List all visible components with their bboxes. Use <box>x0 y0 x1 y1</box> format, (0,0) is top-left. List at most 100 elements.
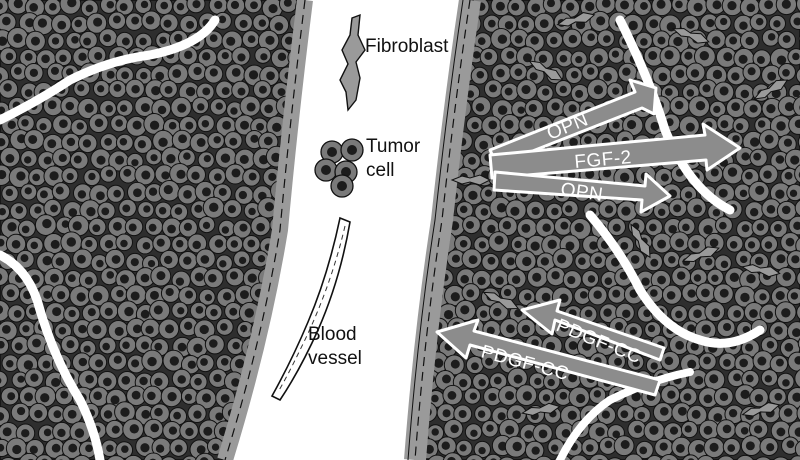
left-tumor-cell-nucleus <box>229 137 238 146</box>
left-tumor-cell-nucleus <box>24 53 33 61</box>
left-tumor-cell <box>0 370 8 389</box>
left-tumor-cell-nucleus <box>142 242 151 250</box>
right-tumor-cell-nucleus <box>468 156 476 165</box>
left-tumor-cell-nucleus <box>209 339 218 348</box>
right-tumor-cell-nucleus <box>470 429 478 438</box>
left-tumor-cell-nucleus <box>128 223 137 232</box>
left-tumor-cell <box>122 454 144 460</box>
left-tumor-cell-nucleus <box>237 87 246 96</box>
left-tumor-cell-nucleus <box>88 172 96 181</box>
right-tumor-cell-nucleus <box>687 324 696 333</box>
right-tumor-cell-nucleus <box>641 277 650 286</box>
right-tumor-cell-nucleus <box>496 68 505 78</box>
left-tumor-cell-nucleus <box>14 342 23 351</box>
left-tumor-cell-nucleus <box>157 105 167 115</box>
left-tumor-cell-nucleus <box>277 52 287 62</box>
left-tumor-cell-nucleus <box>43 156 52 165</box>
left-tumor-cell-nucleus <box>29 3 38 12</box>
left-tumor-cell-nucleus <box>155 71 165 81</box>
right-tumor-cell-nucleus <box>712 69 723 80</box>
right-tumor-cell-nucleus <box>468 190 478 201</box>
right-tumor-cell-nucleus <box>586 444 594 452</box>
right-tumor-cell-nucleus <box>575 89 584 98</box>
right-tumor-cell-nucleus <box>756 56 765 64</box>
left-tumor-cell-nucleus <box>160 1 169 10</box>
left-tumor-cell-nucleus <box>153 305 163 315</box>
right-tumor-cell-nucleus <box>775 155 785 164</box>
right-tumor-cell-nucleus <box>578 257 586 266</box>
left-tumor-cell-nucleus <box>5 52 14 61</box>
right-tumor-cell-nucleus <box>596 16 606 26</box>
right-tumor-cell-nucleus <box>792 52 800 61</box>
right-tumor-cell-nucleus <box>431 118 440 126</box>
right-tumor-cell-nucleus <box>740 89 750 99</box>
right-tumor-cell-nucleus <box>505 391 515 401</box>
right-tumor-cell-nucleus <box>497 105 508 115</box>
left-tumor-cell-nucleus <box>96 191 105 201</box>
left-tumor-cell-nucleus <box>32 173 40 182</box>
right-tumor-cell-nucleus <box>604 440 613 449</box>
right-tumor-cell-nucleus <box>746 273 756 284</box>
signal-arrows: OPN FGF-2 OPN PDGF-CC PDGF-CC <box>435 78 742 397</box>
left-tumor-cell-nucleus <box>210 308 218 317</box>
right-tumor-cell-nucleus <box>451 254 460 263</box>
left-tumor-cell-nucleus <box>6 289 15 298</box>
right-tumor-cell-nucleus <box>406 239 415 248</box>
left-tumor-cell-nucleus <box>7 392 16 401</box>
left-tumor-cell-nucleus <box>131 359 140 368</box>
right-tumor-cell-nucleus <box>709 238 719 248</box>
right-tumor-cell-nucleus <box>531 446 540 455</box>
right-tumor-cell-nucleus <box>745 374 754 383</box>
right-tumor-tissue <box>404 0 800 460</box>
right-tumor-cell-nucleus <box>739 255 748 264</box>
right-tumor-cell-nucleus <box>695 443 704 453</box>
right-tumor-cell-nucleus <box>465 220 474 229</box>
left-tumor-cell-nucleus <box>245 446 254 455</box>
right-tumor-cell <box>752 456 774 460</box>
right-tumor-cell-nucleus <box>620 440 630 449</box>
right-tumor-cell-nucleus <box>675 340 685 350</box>
right-tumor-cell-nucleus <box>736 123 744 131</box>
left-tumor-cell-nucleus <box>192 240 201 250</box>
right-tumor-cell-nucleus <box>488 392 497 402</box>
right-tumor-cell <box>420 0 439 15</box>
right-tumor-cell-nucleus <box>766 205 776 214</box>
right-tumor-cell <box>796 0 800 15</box>
right-tumor-cell-nucleus <box>530 36 539 45</box>
right-tumor-cell-nucleus <box>630 255 640 264</box>
left-tumor-cell-nucleus <box>104 137 112 146</box>
right-tumor-cell-nucleus <box>647 324 656 333</box>
left-tumor-cell-nucleus <box>40 393 50 403</box>
left-tumor-cell-nucleus <box>66 137 76 147</box>
left-tumor-cell-nucleus <box>66 340 75 349</box>
left-tumor-cell-nucleus <box>58 153 67 163</box>
left-tumor-cell <box>297 269 305 288</box>
right-tumor-cell-nucleus <box>719 288 729 298</box>
left-tumor-cell-nucleus <box>145 15 155 25</box>
left-tumor-cell-nucleus <box>41 54 50 64</box>
left-tumor-cell <box>278 299 300 321</box>
right-tumor-cell-nucleus <box>632 359 640 367</box>
left-tumor-cell <box>298 233 305 253</box>
right-tumor-cell-nucleus <box>794 119 800 129</box>
right-tumor-cell-nucleus <box>666 291 676 300</box>
right-tumor-cell-nucleus <box>568 373 578 383</box>
right-tumor-cell-nucleus <box>547 378 555 387</box>
right-tumor-cell-nucleus <box>727 1 737 11</box>
right-tumor-cell-nucleus <box>524 430 533 439</box>
right-tumor-cell <box>516 457 536 460</box>
left-tumor-cell-nucleus <box>119 104 128 113</box>
left-tumor-cell-nucleus <box>40 190 48 199</box>
right-tumor-cell-nucleus <box>628 20 638 31</box>
right-tumor-cell-nucleus <box>741 224 750 233</box>
left-tumor-cell-nucleus <box>159 36 167 44</box>
right-tumor-cell-nucleus <box>684 191 693 199</box>
left-tumor-cell-nucleus <box>94 118 104 128</box>
right-tumor-cell-nucleus <box>723 359 731 367</box>
left-tumor-cell <box>34 454 54 460</box>
left-tumor-cell-nucleus <box>280 443 289 452</box>
right-tumor-cell-nucleus <box>587 33 595 42</box>
left-tumor-cell-nucleus <box>104 240 114 249</box>
right-tumor-cell-nucleus <box>675 238 685 248</box>
left-tumor-cell-nucleus <box>301 440 305 450</box>
